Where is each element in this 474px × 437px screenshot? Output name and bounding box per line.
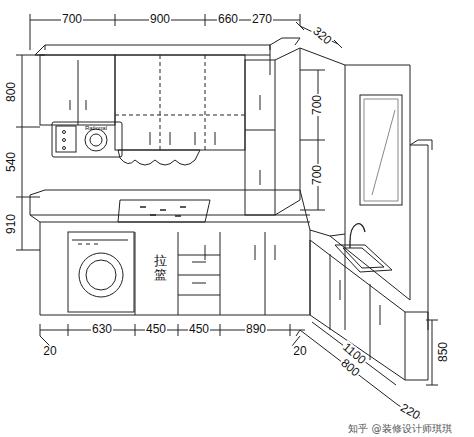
brand-label: Rational — [84, 125, 108, 132]
dimension-label: 450 — [145, 323, 167, 336]
dimension-label: 800 — [5, 81, 18, 103]
dimension-label: 850 — [437, 341, 450, 363]
dimension-label: 20 — [42, 345, 57, 358]
dimension-label: 660 — [217, 13, 239, 26]
dimension-label: 320 — [309, 24, 334, 48]
watermark: 知乎 @装修设计师琪琪 — [347, 423, 452, 434]
cabinet-label: 拉篮 — [153, 254, 168, 283]
dimension-label: 630 — [91, 323, 113, 336]
dimension-label: 910 — [5, 213, 18, 235]
dimension-label: 270 — [251, 13, 273, 26]
dimension-label: 450 — [188, 323, 210, 336]
dimension-label: 700 — [311, 94, 324, 116]
dimension-label: 540 — [5, 151, 18, 173]
dimension-label: 890 — [245, 323, 267, 336]
dimension-label: 220 — [397, 401, 423, 423]
dimension-label: 20 — [292, 345, 307, 358]
dimension-label: 700 — [311, 164, 324, 186]
dimension-label: 700 — [61, 13, 83, 26]
dimension-label: 900 — [149, 13, 171, 26]
